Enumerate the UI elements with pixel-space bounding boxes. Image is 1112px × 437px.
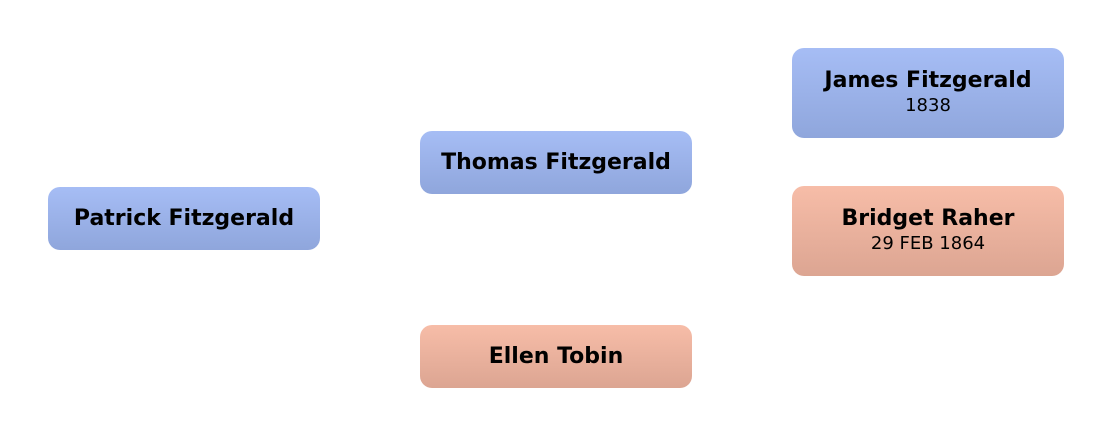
person-box-ellen-tobin[interactable]: Ellen Tobin	[420, 325, 692, 388]
person-box-bridget-raher[interactable]: Bridget Raher 29 FEB 1864	[792, 186, 1064, 276]
person-date: 1838	[905, 95, 951, 116]
person-name: Patrick Fitzgerald	[73, 205, 295, 231]
person-name: James Fitzgerald	[824, 68, 1032, 93]
person-box-james-fitzgerald[interactable]: James Fitzgerald 1838	[792, 48, 1064, 138]
person-box-thomas-fitzgerald[interactable]: Thomas Fitzgerald	[420, 131, 692, 194]
person-date: 29 FEB 1864	[870, 233, 986, 254]
person-name: Bridget Raher	[841, 206, 1015, 231]
person-name: Ellen Tobin	[488, 343, 624, 369]
person-box-patrick-fitzgerald[interactable]: Patrick Fitzgerald	[48, 187, 320, 250]
person-name: Thomas Fitzgerald	[441, 149, 671, 175]
